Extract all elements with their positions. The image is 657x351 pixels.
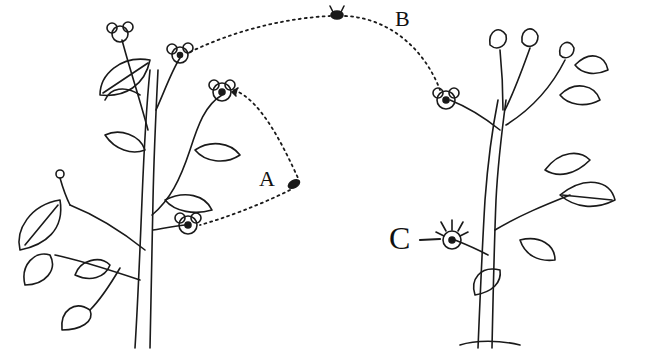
leader-line xyxy=(420,239,440,240)
left-plant xyxy=(19,22,240,348)
part-letter: C xyxy=(388,222,411,254)
right-plant xyxy=(433,29,615,348)
insect-symbol xyxy=(232,6,344,190)
part-letter: B xyxy=(394,8,411,30)
part-letter: A xyxy=(258,168,276,190)
pollination-paths xyxy=(190,16,440,225)
